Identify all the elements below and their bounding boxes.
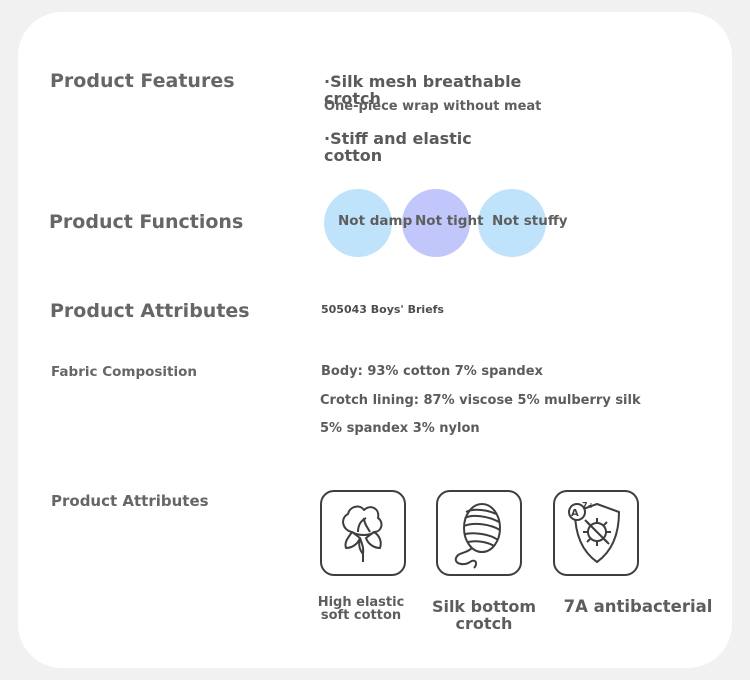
product-functions-heading: Product Functions [49,211,244,233]
fabric-composition-label: Fabric Composition [51,364,198,380]
svg-text:7+: 7+ [582,501,594,510]
function-label-not-stuffy: Not stuffy [492,213,568,229]
svg-text:A: A [571,508,579,519]
feature-item-silk-mesh-subtext: One-piece wrap without meat [324,99,542,114]
feature-item-silk-mesh: ·Silk mesh breathable crotch [324,72,522,108]
product-features-heading: Product Features [50,70,235,92]
function-circle-not-damp [324,189,392,257]
feature-item-stiff-cotton: ·Stiff and elastic cotton [324,129,472,165]
caption-7a-antibacterial: 7A antibacterial [563,597,713,616]
function-circle-not-stuffy [478,189,546,257]
caption-silk-bottom-crotch: Silk bottom crotch [431,597,537,633]
antibacterial-shield-icon: A 7+ [553,490,639,576]
fabric-crotch-lining-composition-cont: 5% spandex 3% nylon [320,421,480,436]
function-label-not-damp: Not damp [338,213,413,229]
fabric-crotch-lining-composition: Crotch lining: 87% viscose 5% mulberry s… [320,393,641,408]
silk-cocoon-icon [436,490,522,576]
function-label-not-tight: Not tight [415,213,484,229]
product-model-name: 505043 Boys' Briefs [321,303,444,316]
function-circle-not-tight [402,189,470,257]
fabric-body-composition: Body: 93% cotton 7% spandex [321,364,543,379]
product-attributes-heading: Product Attributes [50,300,250,322]
cotton-flower-icon [320,490,406,576]
caption-high-elastic-cotton: High elastic soft cotton [317,595,405,623]
product-attributes-icons-heading: Product Attributes [51,492,209,510]
